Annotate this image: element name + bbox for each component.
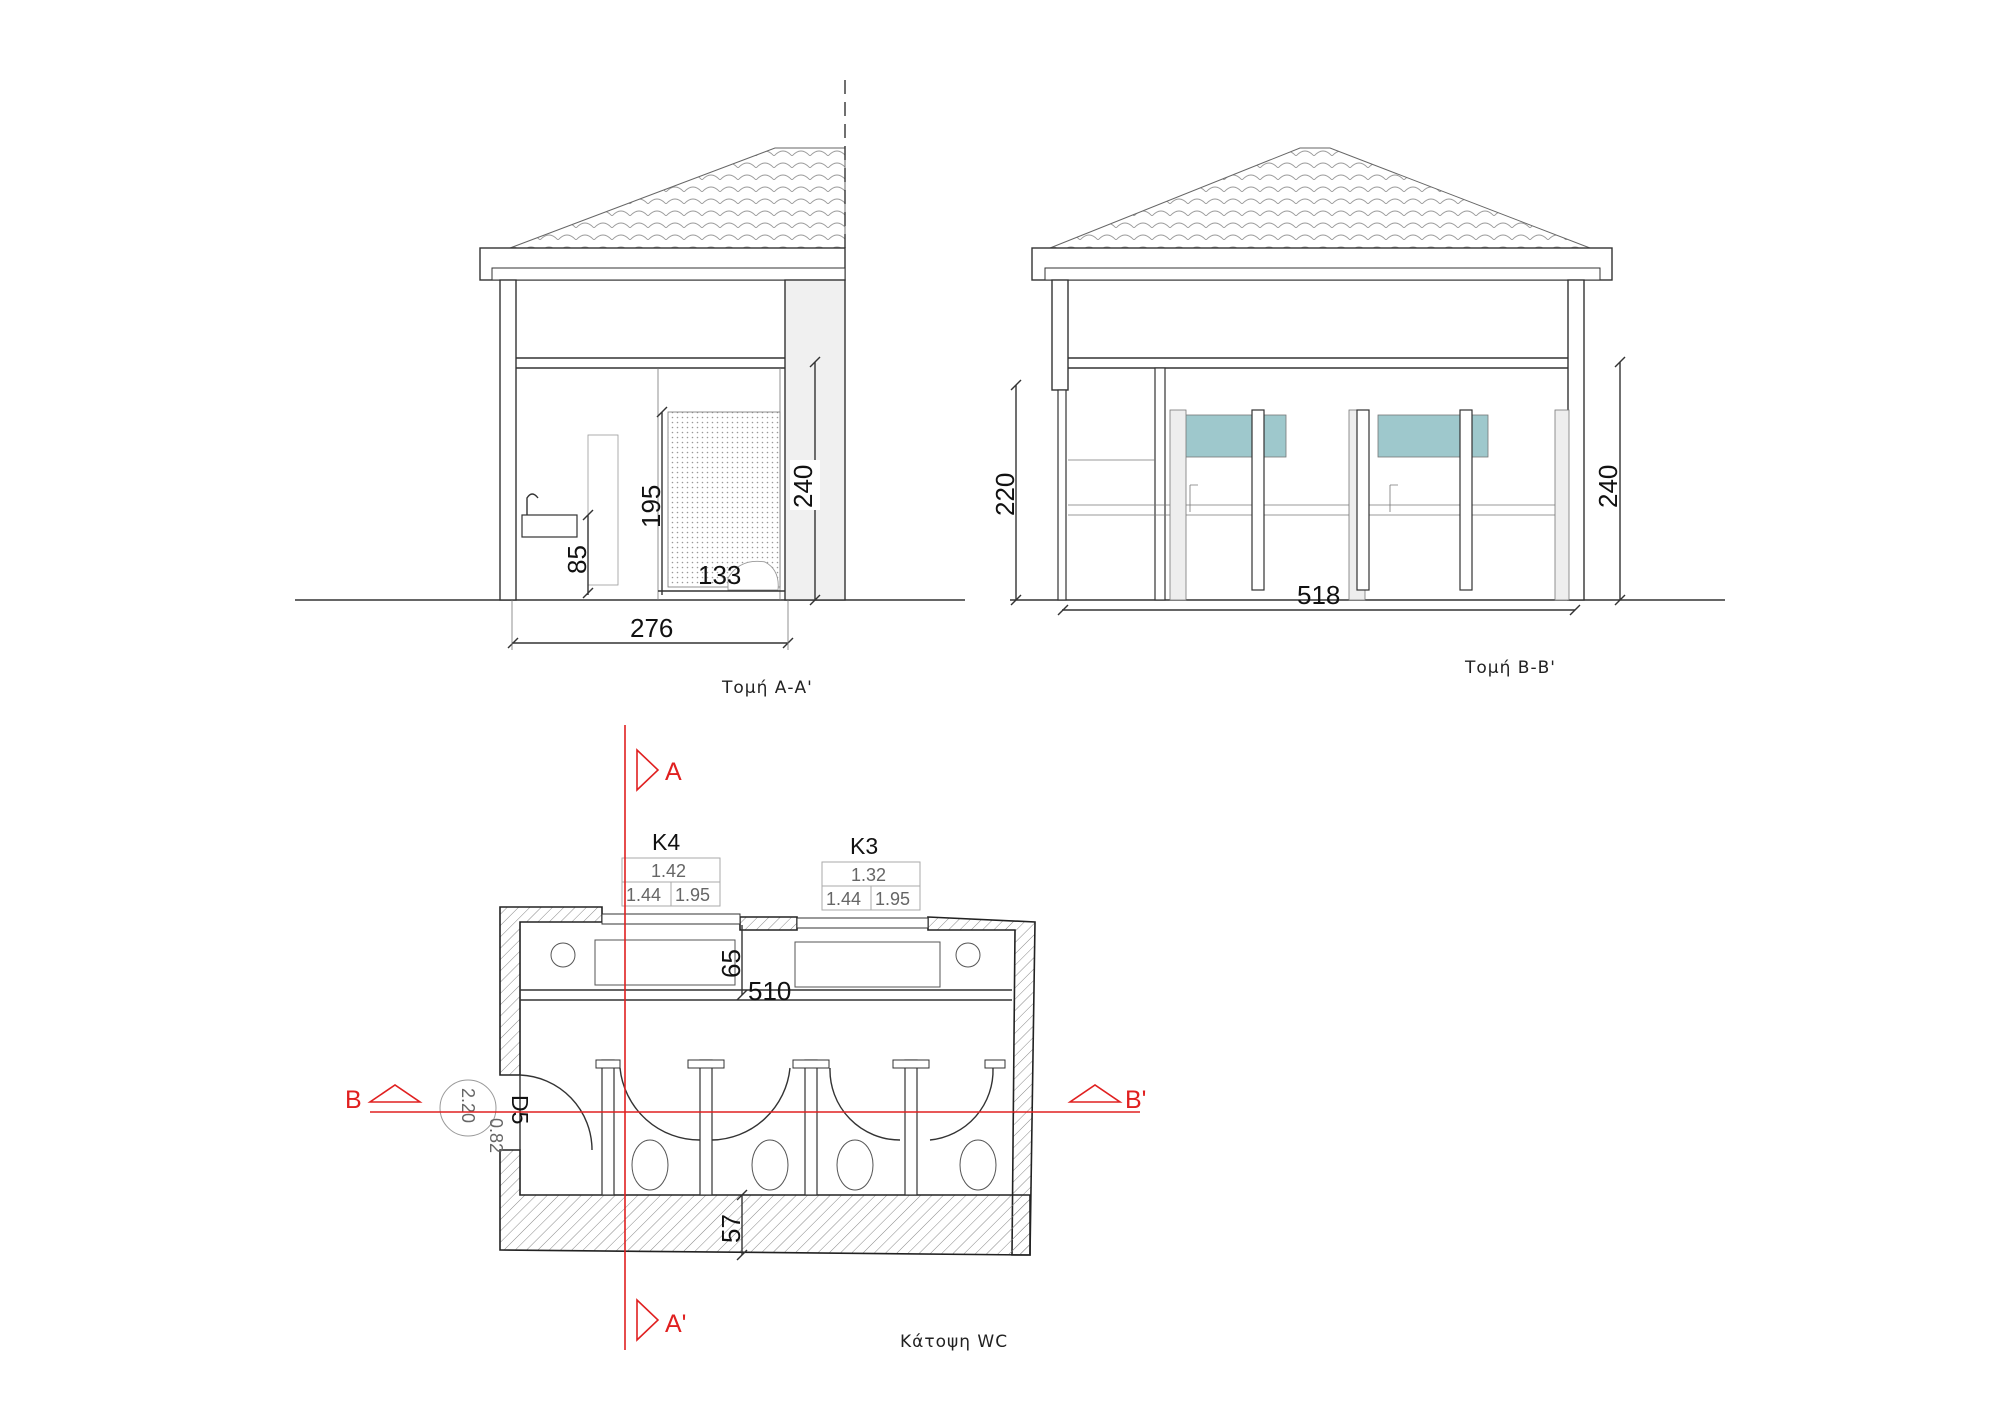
window-k3-height: 1.95 xyxy=(875,889,910,909)
cut-b-label: B xyxy=(345,1086,362,1114)
dim-bb-width: 518 xyxy=(1297,580,1340,610)
dim-bb-left-height: 220 xyxy=(990,473,1020,516)
window-k4-id: K4 xyxy=(652,829,680,855)
cut-a-label: A xyxy=(665,758,682,786)
dim-wall: 57 xyxy=(716,1214,746,1243)
cut-line-b: B B' xyxy=(345,1084,1146,1114)
window-k3-sill: 1.32 xyxy=(851,865,886,885)
window-k4-tag: K4 1.42 1.44 1.95 xyxy=(621,829,721,907)
window-k3-width: 1.44 xyxy=(826,889,861,909)
roof-bb xyxy=(1031,147,1613,281)
window-k4-sill: 1.42 xyxy=(651,861,686,881)
window-k4-width: 1.44 xyxy=(626,885,661,905)
caption-section-aa: Τομή Α-Α' xyxy=(721,678,813,698)
wall-left xyxy=(499,279,517,601)
section-aa: 276 85 195 133 240 Τομή Α-Α' xyxy=(295,80,965,698)
wall-nw xyxy=(499,906,603,1076)
window-k4-glass xyxy=(1171,414,1287,458)
cut-b-end-label: B' xyxy=(1125,1086,1146,1114)
basin-left xyxy=(594,939,736,986)
section-bb: 518 220 240 Τομή Β-Β' xyxy=(990,147,1725,678)
window-k4-height: 1.95 xyxy=(675,885,710,905)
door-d5-width: 0.82 xyxy=(486,1118,506,1153)
sink-aa xyxy=(521,434,619,586)
partitions-bb xyxy=(1169,409,1570,601)
cubicles xyxy=(595,1059,1006,1196)
caption-section-bb: Τομή Β-Β' xyxy=(1464,658,1556,678)
door-d5-id: D5 xyxy=(507,1095,533,1124)
dim-aa-wc: 133 xyxy=(698,560,741,590)
tiled-wall xyxy=(667,411,781,588)
window-k3-id: K3 xyxy=(850,833,878,859)
floor-plan: 0.82 2.20 D5 K4 1.42 1.44 1.95 K3 1.32 1… xyxy=(345,725,1146,1352)
dim-aa-width: 276 xyxy=(630,613,673,643)
dims-aa: 276 85 195 133 240 xyxy=(507,356,821,650)
roof-aa xyxy=(479,80,846,281)
caption-plan: Κάτοψη WC xyxy=(900,1332,1008,1352)
cut-a-end-label: A' xyxy=(665,1310,686,1338)
cut-line-a: A A' xyxy=(624,725,686,1350)
door-d5-tag-circle xyxy=(439,1079,497,1137)
dim-length: 510 xyxy=(748,976,791,1006)
dim-aa-height: 240 xyxy=(788,465,818,508)
dim-aa-sill: 85 xyxy=(562,545,592,574)
dims-bb: 518 220 240 xyxy=(990,356,1626,616)
dim-counter: 65 xyxy=(716,949,746,978)
dim-aa-partition: 195 xyxy=(636,485,666,528)
door-d5-height: 2.20 xyxy=(458,1088,478,1123)
basin-right xyxy=(794,941,941,988)
dim-bb-right-height: 240 xyxy=(1593,465,1623,508)
wc-aa xyxy=(727,560,779,591)
window-k3-tag: K3 1.32 1.44 1.95 xyxy=(821,833,921,911)
